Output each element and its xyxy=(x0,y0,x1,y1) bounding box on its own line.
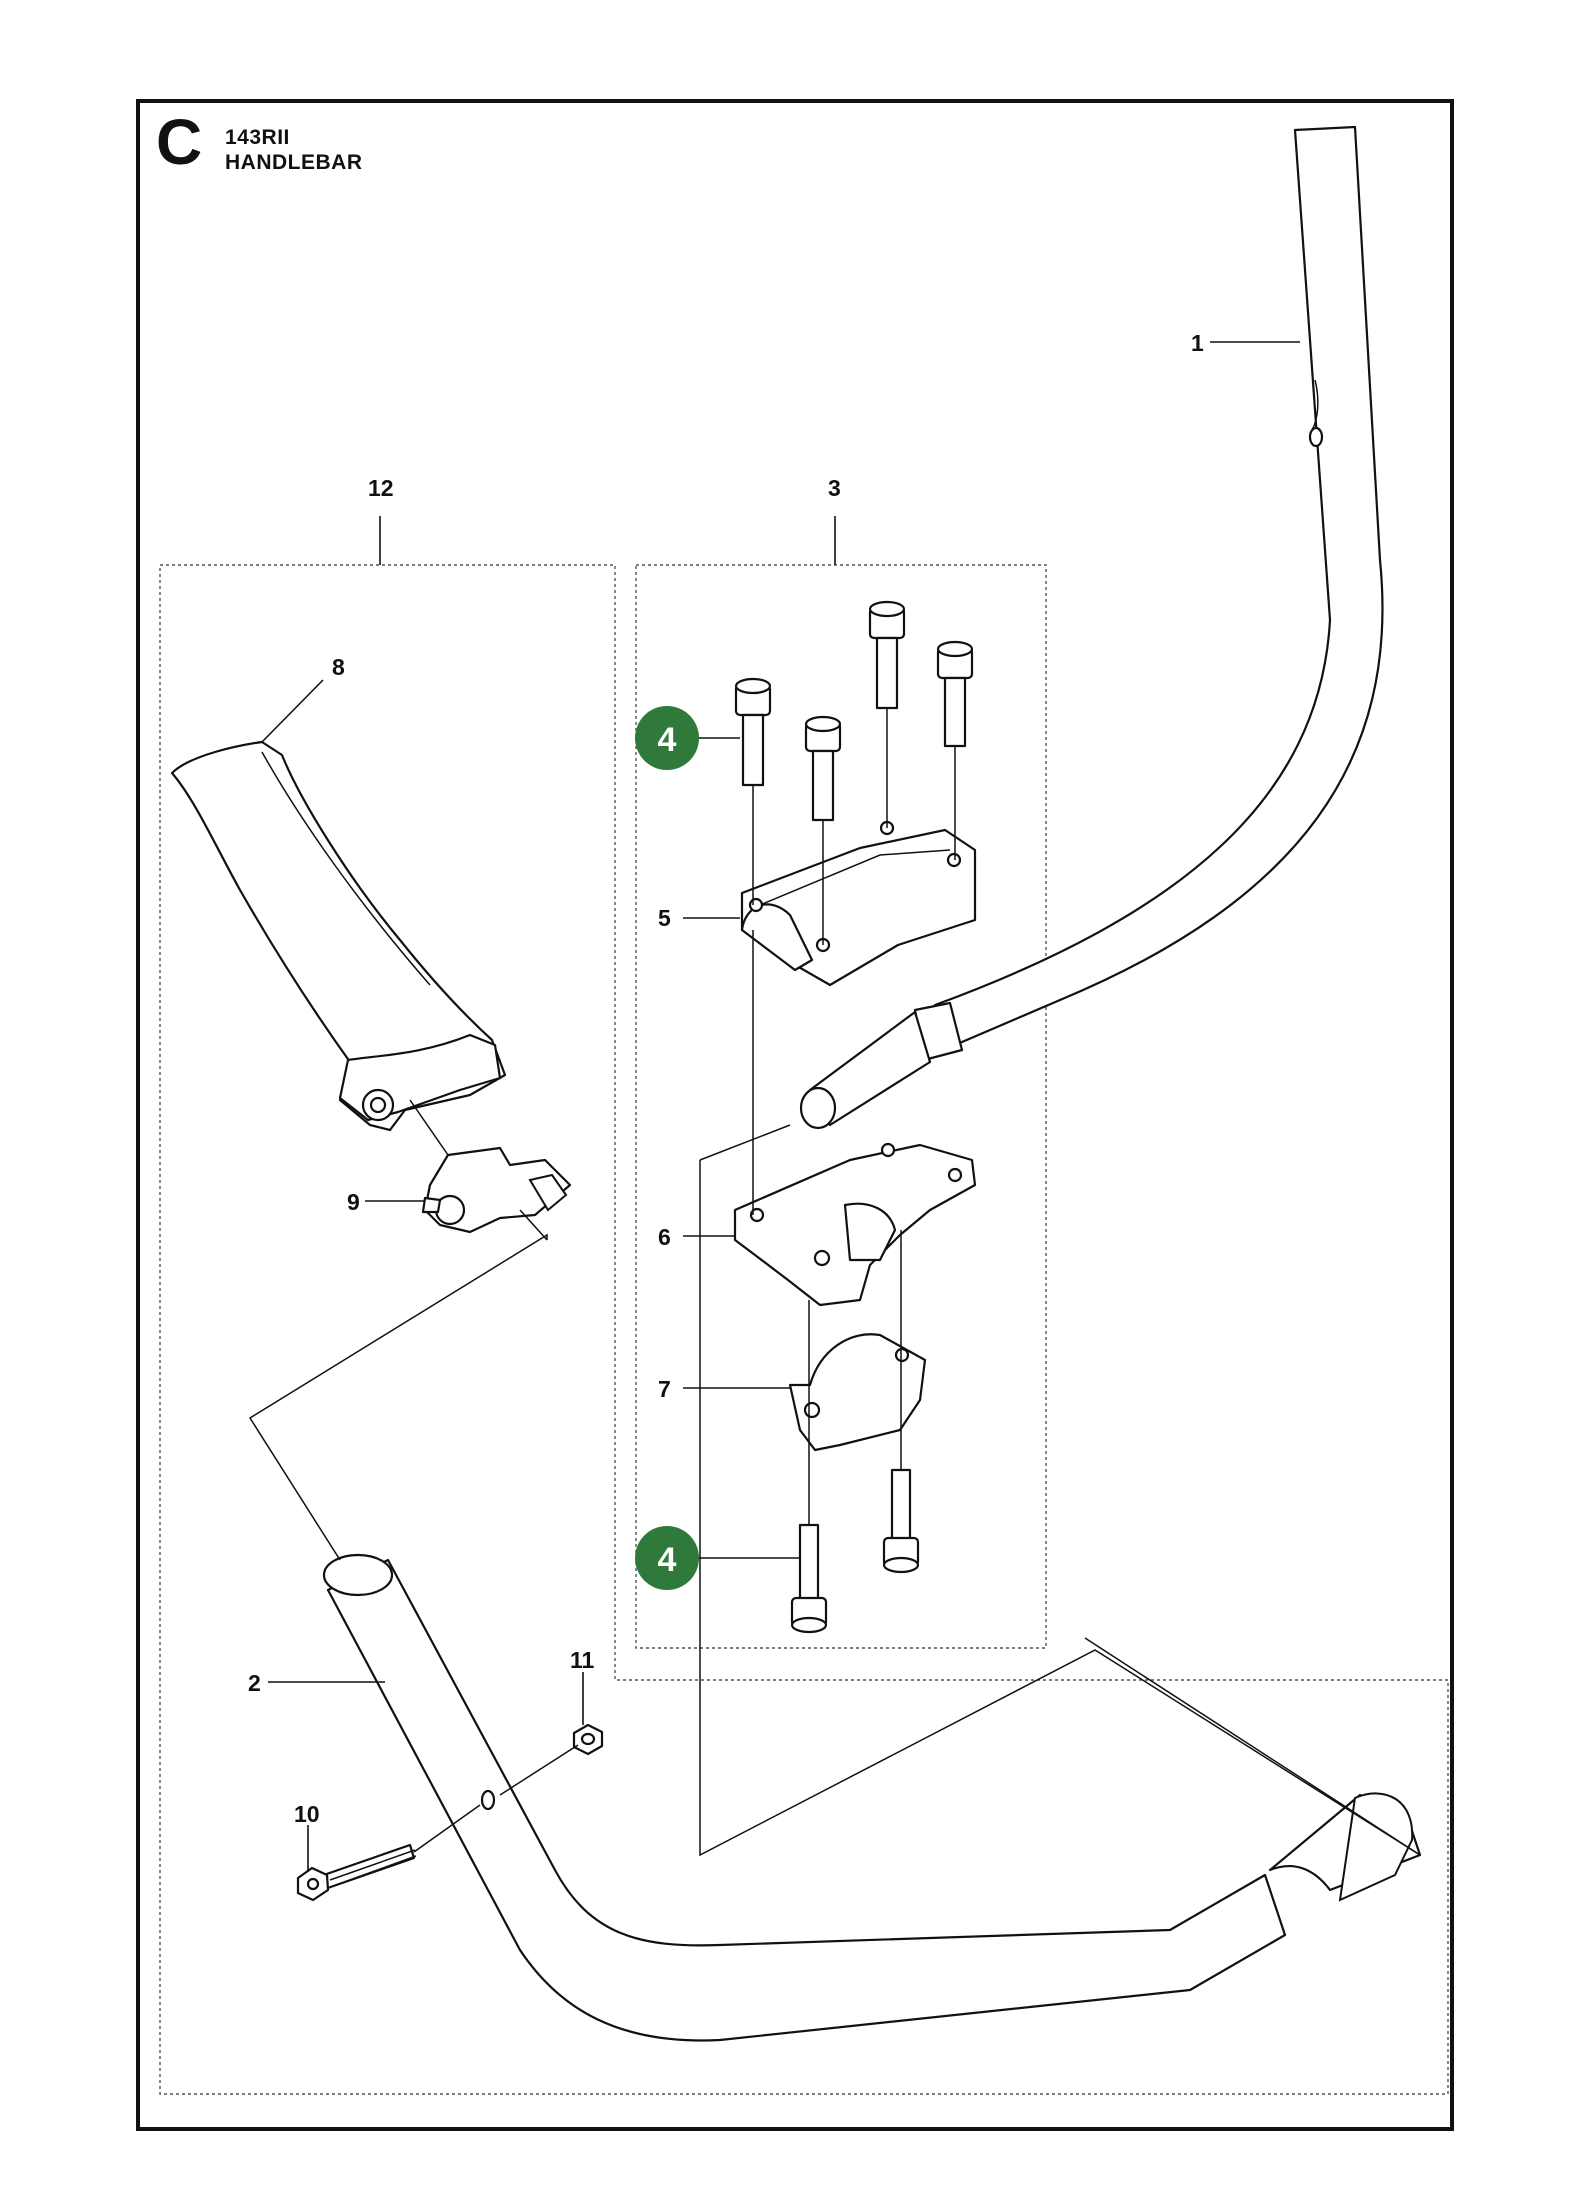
callout-9: 9 xyxy=(347,1189,360,1215)
part-2-handlebar-tube xyxy=(322,1553,1422,2042)
group-box-3 xyxy=(635,564,1047,1649)
part-6-lower-clamp xyxy=(733,1142,977,1307)
callout-5: 5 xyxy=(658,905,671,931)
part-4-screws-upper xyxy=(734,600,974,822)
section-letter: C xyxy=(156,106,203,178)
diagram-title: HANDLEBAR xyxy=(225,151,363,174)
badge-4-lower: 4 xyxy=(635,1526,699,1590)
callout-3: 3 xyxy=(828,475,841,501)
part-9-clamp xyxy=(421,1146,572,1234)
callout-12: 12 xyxy=(368,475,394,501)
callout-leaders xyxy=(261,341,1300,1872)
part-7-half-clamp xyxy=(788,1333,927,1452)
callout-2: 2 xyxy=(248,1670,261,1696)
diagram-frame xyxy=(136,99,1454,2131)
callout-1: 1 xyxy=(1191,330,1204,356)
badge-4-upper-label: 4 xyxy=(658,721,677,759)
callout-6: 6 xyxy=(658,1224,671,1250)
badge-4-upper: 4 xyxy=(635,706,699,770)
model-number: 143RII xyxy=(225,126,290,149)
badge-4-lower-label: 4 xyxy=(658,1541,677,1579)
callout-11: 11 xyxy=(570,1647,595,1673)
part-11-nut xyxy=(572,1723,604,1756)
part-5-upper-clamp xyxy=(740,820,977,987)
part-1-handlebar-tube xyxy=(799,125,1384,1130)
group-box-12 xyxy=(159,564,1449,2095)
callout-7: 7 xyxy=(658,1376,671,1402)
assembly-guide-lines xyxy=(248,708,1421,1857)
part-10-bolt xyxy=(296,1843,417,1902)
callout-8: 8 xyxy=(332,654,345,680)
callout-10: 10 xyxy=(294,1801,320,1827)
part-8-grip xyxy=(170,740,507,1132)
part-4-screws-lower xyxy=(790,1468,920,1634)
